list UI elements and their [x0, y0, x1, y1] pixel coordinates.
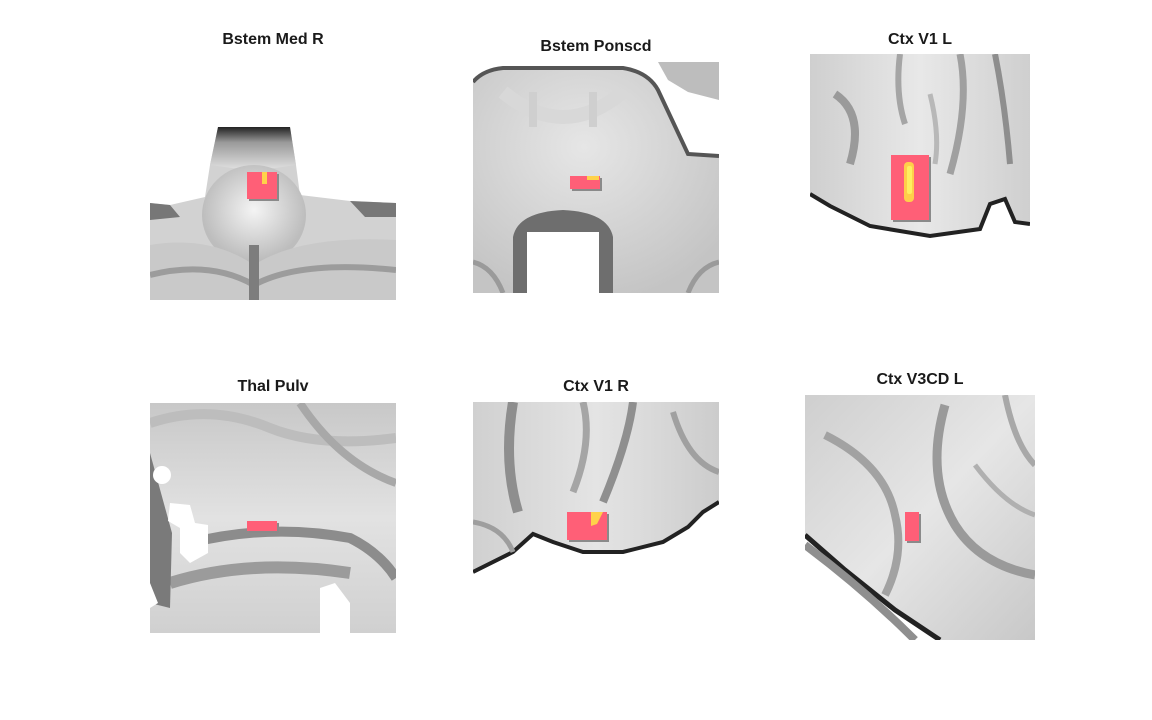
panel-ctx-v3cd-l: Ctx V3CD L: [805, 370, 1035, 640]
brain-slice-image: [473, 62, 719, 293]
brain-slice-image: [810, 54, 1030, 239]
brain-slice-image: [150, 127, 396, 300]
panel-ctx-v1-l: Ctx V1 L: [810, 30, 1030, 240]
panel-bstem-med-r: Bstem Med R: [150, 30, 396, 300]
panel-title: Bstem Ponscd: [540, 38, 652, 55]
panel-ctx-v1-r: Ctx V1 R: [473, 377, 719, 579]
panel-bstem-ponscd: Bstem Ponscd: [473, 37, 719, 293]
brain-slice-image: [473, 402, 719, 574]
panel-title: Thal Pulv: [237, 378, 309, 395]
panel-title: Ctx V3CD L: [876, 371, 964, 388]
panel-title: Ctx V1 R: [563, 378, 629, 395]
panel-thal-pulv: Thal Pulv: [150, 377, 396, 633]
brain-slice-image: [150, 403, 396, 633]
brain-slice-image: [805, 395, 1035, 640]
panel-title: Ctx V1 L: [887, 31, 952, 48]
panel-title: Bstem Med R: [222, 31, 324, 48]
